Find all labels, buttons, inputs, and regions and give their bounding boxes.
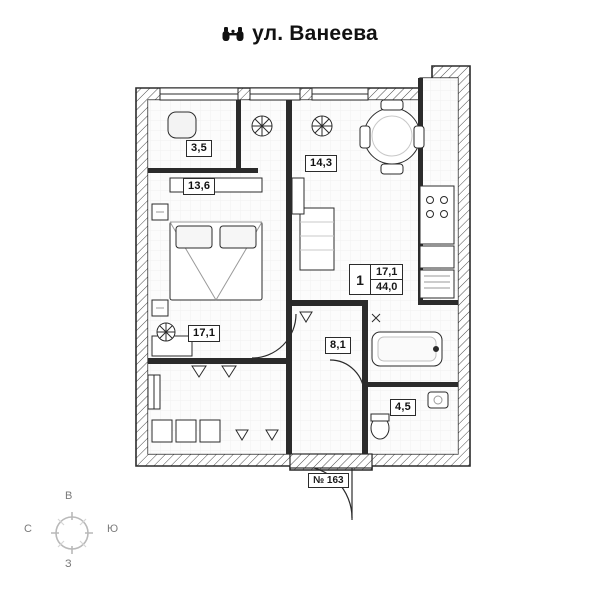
page-title: ул. Ванеева <box>252 22 378 45</box>
flat-total-area: 44,0 <box>376 281 398 293</box>
flat-living-area: 17,1 <box>376 266 398 278</box>
flat-number-badge: № 163 <box>308 473 349 488</box>
compass-south: З <box>65 558 72 570</box>
area-label-bedroom-alt: 13,6 <box>183 178 216 195</box>
compass: В С Ю З <box>24 490 120 576</box>
flat-room-count: 1 <box>350 265 371 294</box>
binoculars-icon <box>222 26 244 42</box>
area-label-hall: 8,1 <box>325 337 351 354</box>
flat-summary-badge: 1 17,1 44,0 <box>349 264 404 295</box>
bathroom-fixtures <box>370 331 449 440</box>
entry-area <box>289 453 373 469</box>
compass-east-right: Ю <box>107 523 119 535</box>
page-header: ул. Ванеева <box>0 22 600 46</box>
area-label-balcony: 3,5 <box>186 140 212 157</box>
area-label-kitchen: 14,3 <box>305 155 338 172</box>
windows <box>147 87 369 410</box>
kitchen-furniture <box>291 99 455 299</box>
hall-furniture <box>151 311 381 443</box>
area-label-bathroom: 4,5 <box>390 399 416 416</box>
compass-north: В <box>65 490 73 502</box>
compass-west-left: С <box>24 523 32 535</box>
area-label-bedroom: 17,1 <box>188 325 221 342</box>
